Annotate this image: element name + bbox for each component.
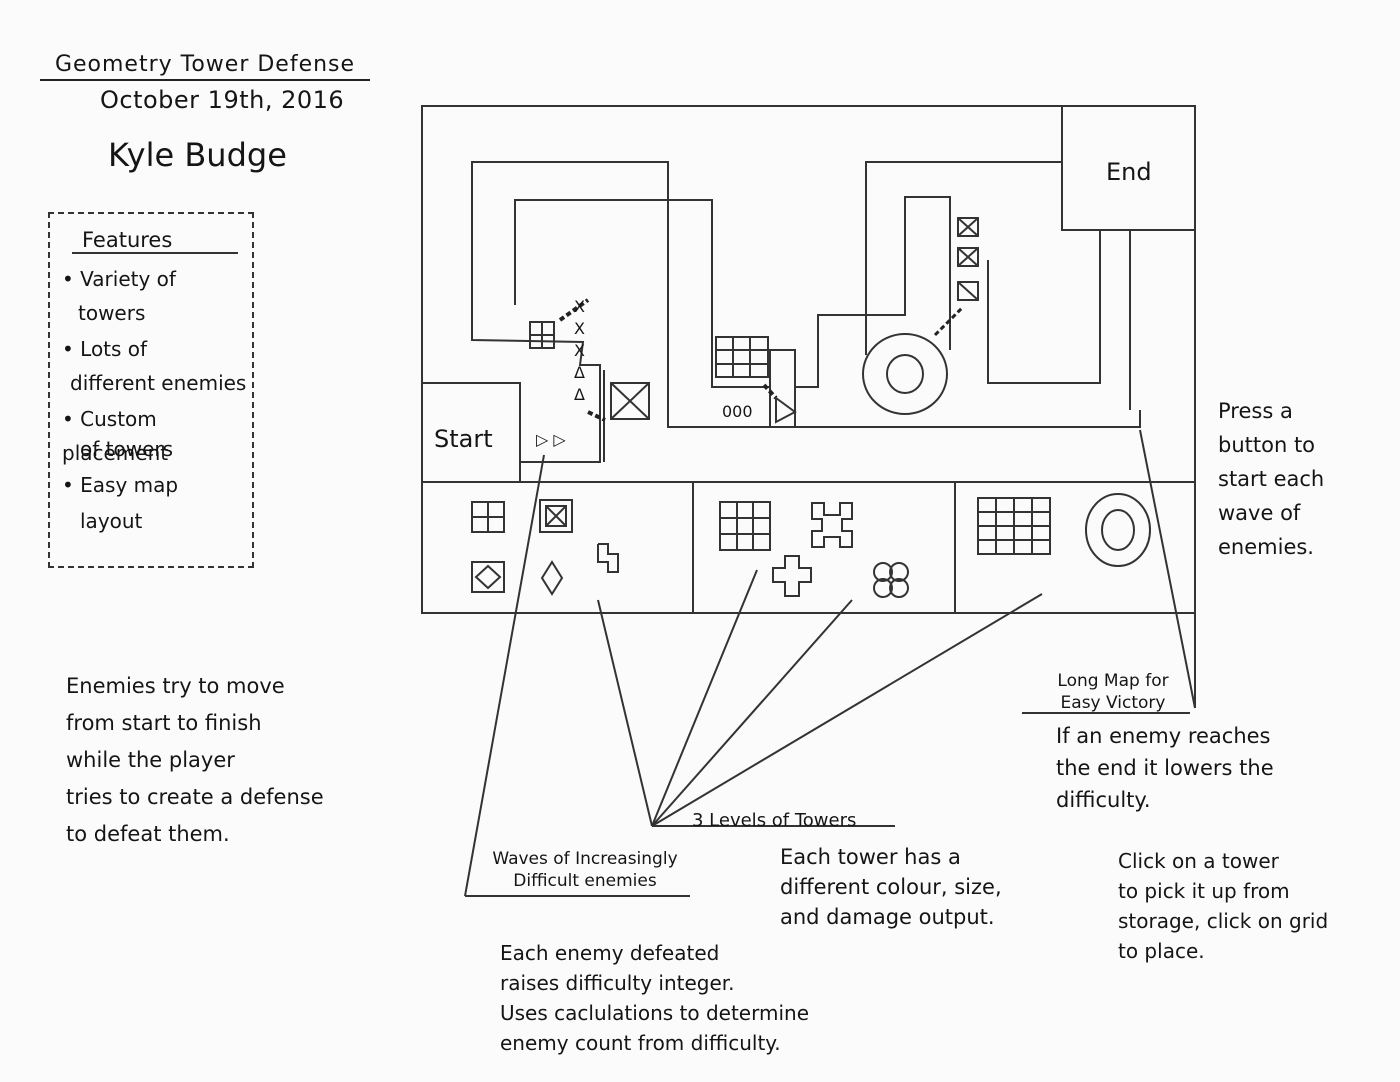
callout-levels <box>597 599 653 827</box>
tower-grid-medium <box>715 336 769 378</box>
click-tower-note: Click on a tower to pick it up from stor… <box>1118 849 1329 963</box>
storage-tower-flower <box>873 562 909 598</box>
path-wall-inner-5 <box>769 349 796 427</box>
path-wall-inner-6 <box>865 161 1062 355</box>
tower-grid-small <box>529 321 555 349</box>
enemy-spawn: ▷ ▷ <box>536 430 566 449</box>
end-label: End <box>1106 158 1152 186</box>
callout-levels <box>651 593 1043 827</box>
storage-tower-pinwheel <box>811 502 853 548</box>
tower-stats-note: Each tower has a different colour, size,… <box>780 845 1002 929</box>
storage-tower-grid-9 <box>719 501 771 551</box>
feature-line: different enemies <box>70 371 247 395</box>
projectile-trail <box>587 410 606 422</box>
path-wall-inner-4 <box>987 230 1101 384</box>
path-wall-inner-3 <box>795 196 951 388</box>
path-wall-outer <box>471 161 1141 463</box>
storage-tower-grid-16 <box>977 497 1051 555</box>
waves-label: Waves of Increasingly Difficult enemies <box>492 849 678 891</box>
wave-button-note: Press a button to start each wave of ene… <box>1218 399 1325 559</box>
feature-line: • Easy map <box>62 473 179 497</box>
projectile-trail <box>933 306 964 337</box>
storage-tower-steps <box>597 543 619 573</box>
storage-tower-plus <box>772 555 812 597</box>
difficulty-note: Each enemy defeated raises difficulty in… <box>500 941 809 1055</box>
storage-tower-diamond-box <box>471 561 505 593</box>
storage-tower-diamond <box>540 560 564 596</box>
author-name: Kyle Budge <box>108 136 287 174</box>
projectile-dots: 000 <box>722 402 753 421</box>
projectile-trail <box>558 298 590 322</box>
projectile-trail <box>762 383 778 400</box>
game-title: Geometry Tower Defense <box>40 52 370 81</box>
design-date: October 19th, 2016 <box>100 86 345 114</box>
goal-note: Enemies try to move from start to finish… <box>66 674 324 846</box>
storage-tower-crossed <box>539 499 573 533</box>
storage-tower-ring <box>1085 493 1151 567</box>
feature-line: • Custom placement <box>62 407 169 465</box>
storage-tower-grid <box>471 501 505 533</box>
tower-crossed <box>610 382 650 420</box>
callout-levels <box>651 599 853 827</box>
callout-waves <box>464 454 545 897</box>
enemy-triangle <box>775 396 797 424</box>
long-map-note: Long Map for Easy Victory <box>1057 671 1169 713</box>
path-wall-inner-7 <box>1100 229 1131 410</box>
feature-line: layout <box>80 509 143 533</box>
path-wall-inner-2 <box>514 199 770 388</box>
callout-long-map <box>1139 429 1196 709</box>
features-heading: Features <box>72 228 238 254</box>
feature-line: of towers <box>80 437 174 461</box>
tower-column <box>957 217 979 301</box>
feature-line: • Lots of <box>62 337 148 361</box>
map-frame <box>421 105 1196 614</box>
levels-label: 3 Levels of Towers <box>692 810 857 831</box>
feature-line: towers <box>78 301 146 325</box>
feature-line: • Variety of <box>62 267 176 291</box>
features-box <box>48 212 254 568</box>
callout-levels <box>651 569 758 827</box>
enemy-reach-note: If an enemy reaches the end it lowers th… <box>1056 724 1274 812</box>
start-label: Start <box>434 425 493 453</box>
tower-circle-large <box>862 333 948 415</box>
enemy-column: X X X Δ Δ <box>574 297 585 404</box>
